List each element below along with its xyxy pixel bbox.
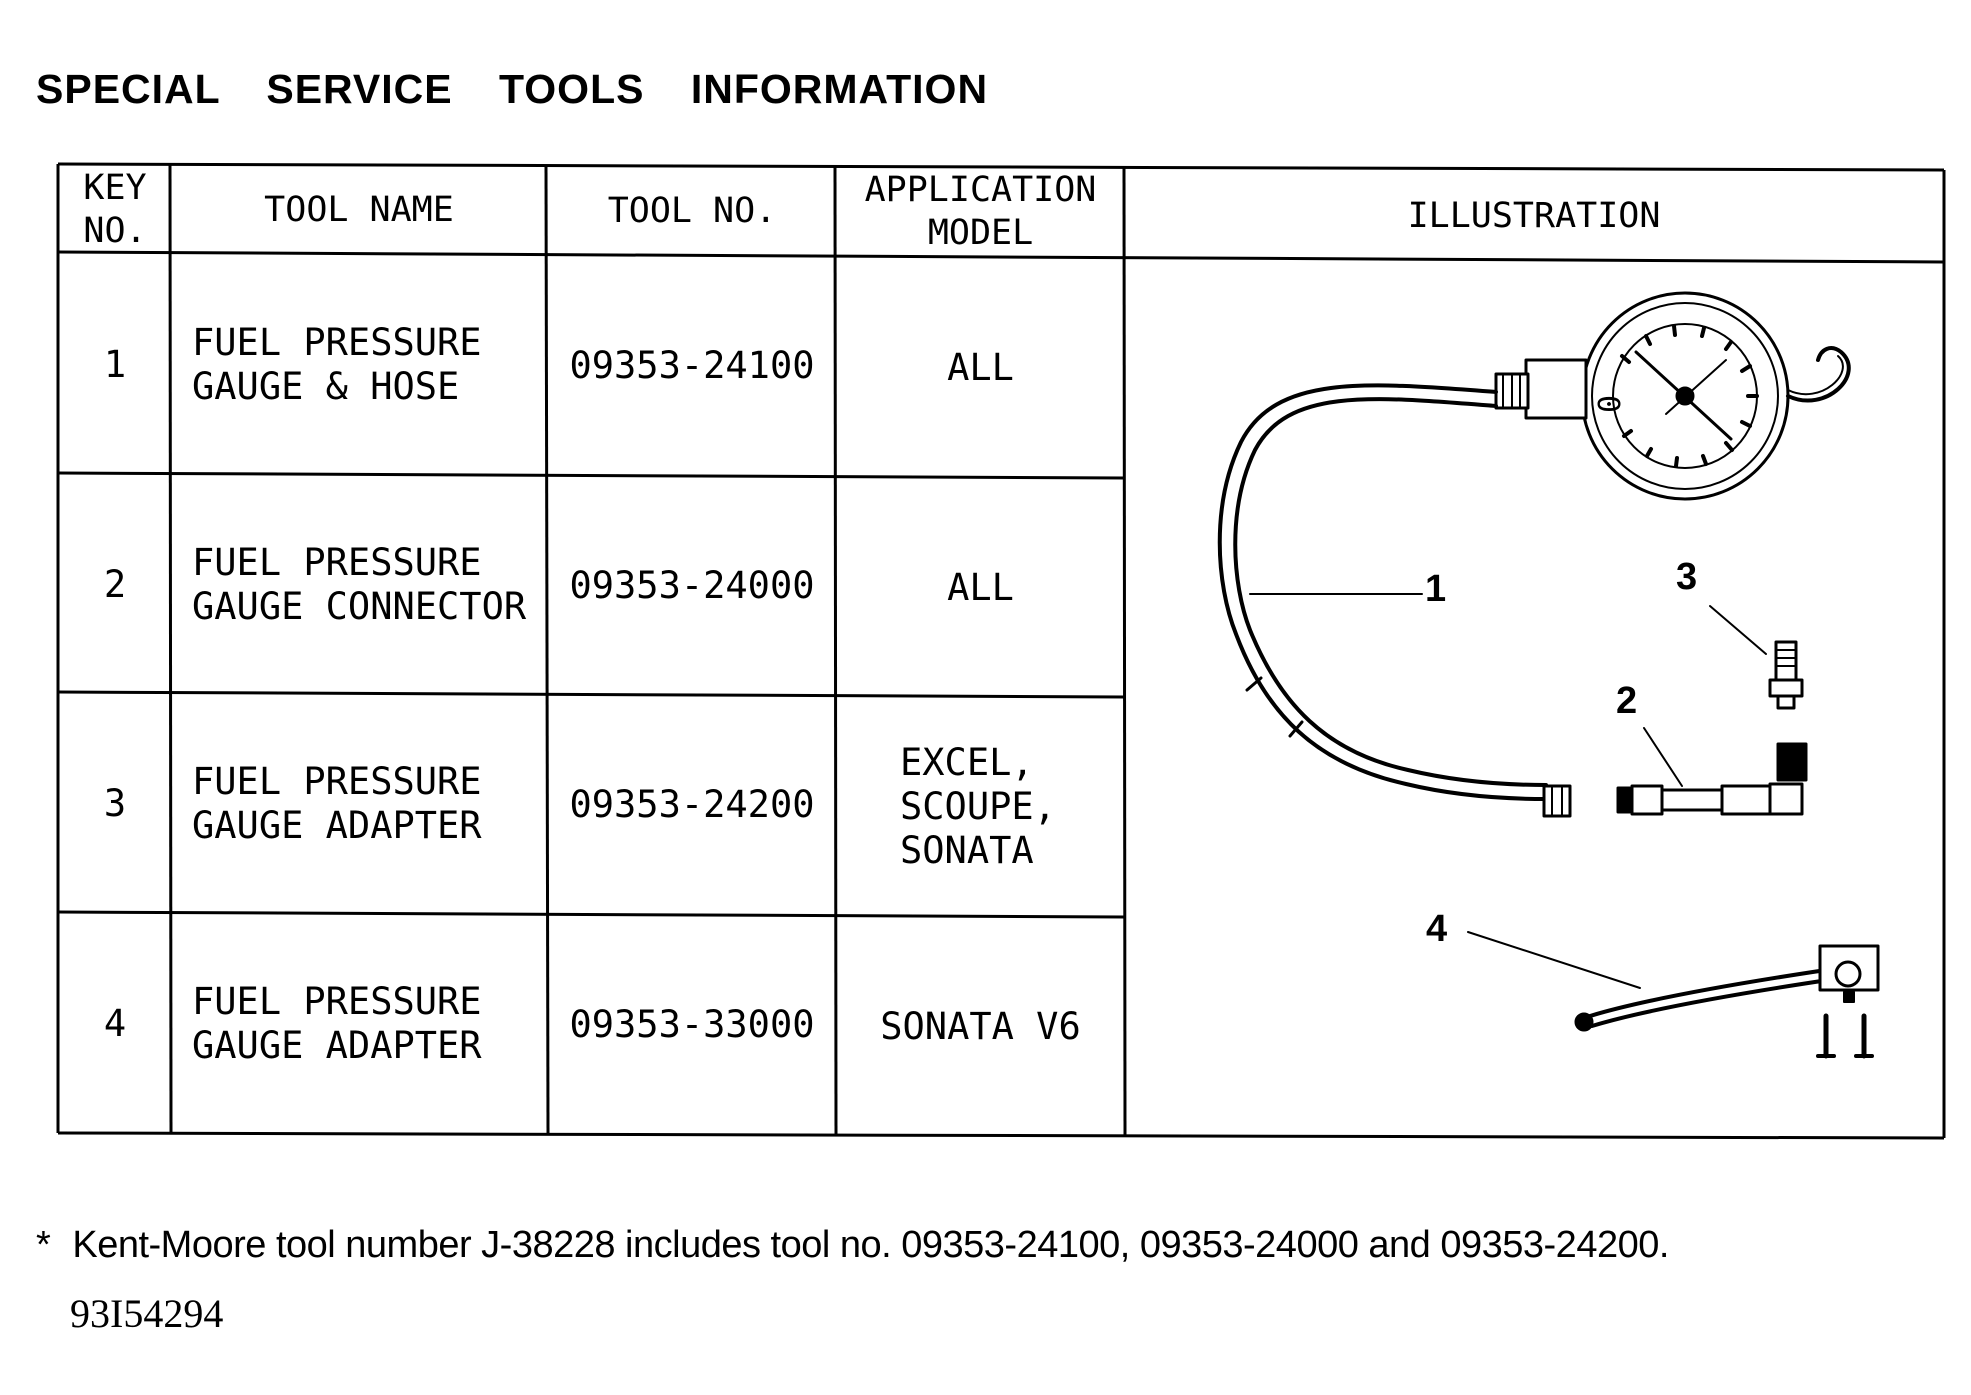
row4-model: SONATA V6 (837, 917, 1124, 1137)
header-tool-name: TOOL NAME (264, 189, 454, 230)
row3-model-line2: SCOUPE, (900, 785, 1056, 828)
row2-tool-name-line1: FUEL PRESSURE (192, 541, 482, 584)
row4-key: 4 (103, 1002, 127, 1045)
callout-2: 2 (1616, 680, 1638, 722)
callout-leaders (1249, 593, 1767, 989)
header-application-model-line2: MODEL (927, 213, 1034, 253)
row4-model-line1: SONATA V6 (880, 1005, 1081, 1048)
svg-text:0: 0 (1593, 395, 1628, 413)
row2-model: ALL (837, 478, 1124, 698)
row4-tool-name-line1: FUEL PRESSURE (192, 980, 482, 1023)
tools-illustration: 0 (1217, 291, 1880, 1059)
footnote: * Kent-Moore tool number J-38228 include… (36, 1224, 1669, 1267)
callout-3: 3 (1676, 556, 1698, 598)
header-key-no-line2: NO. (83, 211, 147, 251)
row3-model-line3: SONATA (900, 829, 1034, 872)
row2-tool-no: 09353-24000 (569, 564, 815, 607)
callout-4: 4 (1426, 908, 1448, 950)
row3-tool-name-line2: GAUGE ADAPTER (192, 804, 482, 847)
row4-tool-no: 09353-33000 (569, 1003, 815, 1046)
row2-tool-name-line2: GAUGE CONNECTOR (192, 585, 527, 628)
row2-model-line1: ALL (947, 566, 1014, 609)
row3-tool-name: FUEL PRESSURE GAUGE ADAPTER (192, 695, 546, 913)
gauge-adapter-icon (1768, 640, 1804, 710)
header-application-model-line1: APPLICATION (864, 170, 1097, 210)
header-tool-no: TOOL NO. (607, 190, 777, 231)
row3-tool-no: 09353-24200 (569, 783, 815, 826)
row2-key: 2 (103, 563, 127, 606)
row3-key: 3 (103, 782, 127, 825)
row1-model-line1: ALL (947, 346, 1014, 389)
header-key-no: KEY NO. (60, 166, 170, 254)
pressure-gauge-icon: 0 (1494, 291, 1851, 501)
row3-model-line1: EXCEL, (900, 741, 1034, 784)
row1-tool-name-line1: FUEL PRESSURE (192, 321, 482, 364)
header-illustration: ILLUSTRATION (1407, 195, 1661, 236)
row1-key: 1 (103, 343, 127, 386)
row1-tool-name: FUEL PRESSURE GAUGE & HOSE (192, 256, 546, 474)
footnote-marker: * (36, 1224, 51, 1266)
callout-1: 1 (1425, 568, 1447, 610)
page-title: SPECIAL SERVICE TOOLS INFORMATION (36, 66, 989, 112)
row3-model: EXCEL, SCOUPE, SONATA (900, 697, 1124, 917)
row4-tool-name-line2: GAUGE ADAPTER (192, 1024, 482, 1067)
hose-icon (1217, 383, 1572, 818)
footnote-text: Kent-Moore tool number J-38228 includes … (72, 1224, 1669, 1266)
row1-tool-no: 09353-24100 (569, 344, 815, 387)
v6-adapter-icon (1574, 944, 1880, 1059)
row3-tool-name-line1: FUEL PRESSURE (192, 760, 482, 803)
row1-tool-name-line2: GAUGE & HOSE (192, 365, 460, 408)
row4-tool-name: FUEL PRESSURE GAUGE ADAPTER (192, 915, 546, 1133)
header-application-model: APPLICATION MODEL (837, 166, 1124, 258)
row1-model: ALL (837, 258, 1124, 478)
gauge-connector-icon (1616, 742, 1808, 816)
row2-tool-name: FUEL PRESSURE GAUGE CONNECTOR (192, 476, 546, 694)
document-id: 93I54294 (70, 1291, 224, 1336)
header-key-no-line1: KEY (83, 168, 147, 208)
